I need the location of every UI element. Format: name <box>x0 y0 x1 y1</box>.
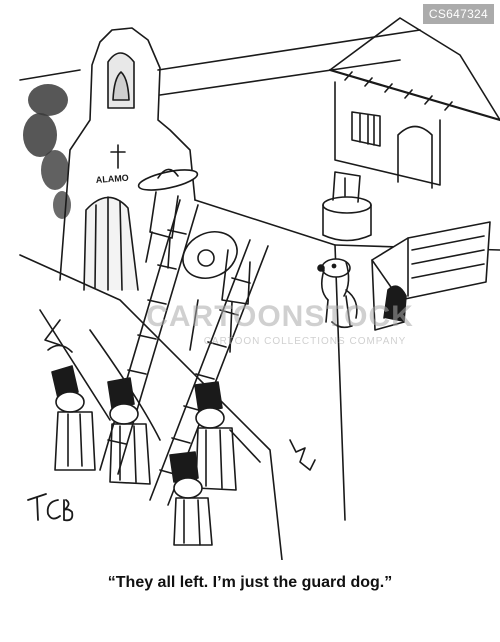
bell-icon <box>112 71 130 101</box>
shako-soldiers <box>39 309 261 546</box>
guard-dog <box>317 258 358 329</box>
wall-crack <box>289 439 316 471</box>
house-window <box>351 111 381 147</box>
cartoon-caption: “They all left. I’m just the guard dog.” <box>107 574 393 591</box>
climbing-soldiers <box>137 168 251 353</box>
dog-house <box>371 221 491 331</box>
alamo-sign: ALAMO <box>95 173 129 185</box>
artist-signature <box>27 493 74 522</box>
alamo-facade <box>19 27 421 291</box>
house-doorway <box>397 125 433 189</box>
cartoon-illustration: ALAMO <box>19 17 500 560</box>
adobe-house <box>328 17 500 189</box>
well <box>322 171 372 242</box>
smoke-plume <box>23 84 71 219</box>
image-code-badge: CS647324 <box>422 4 494 24</box>
mission-door <box>83 196 139 291</box>
cross-icon <box>110 144 126 169</box>
